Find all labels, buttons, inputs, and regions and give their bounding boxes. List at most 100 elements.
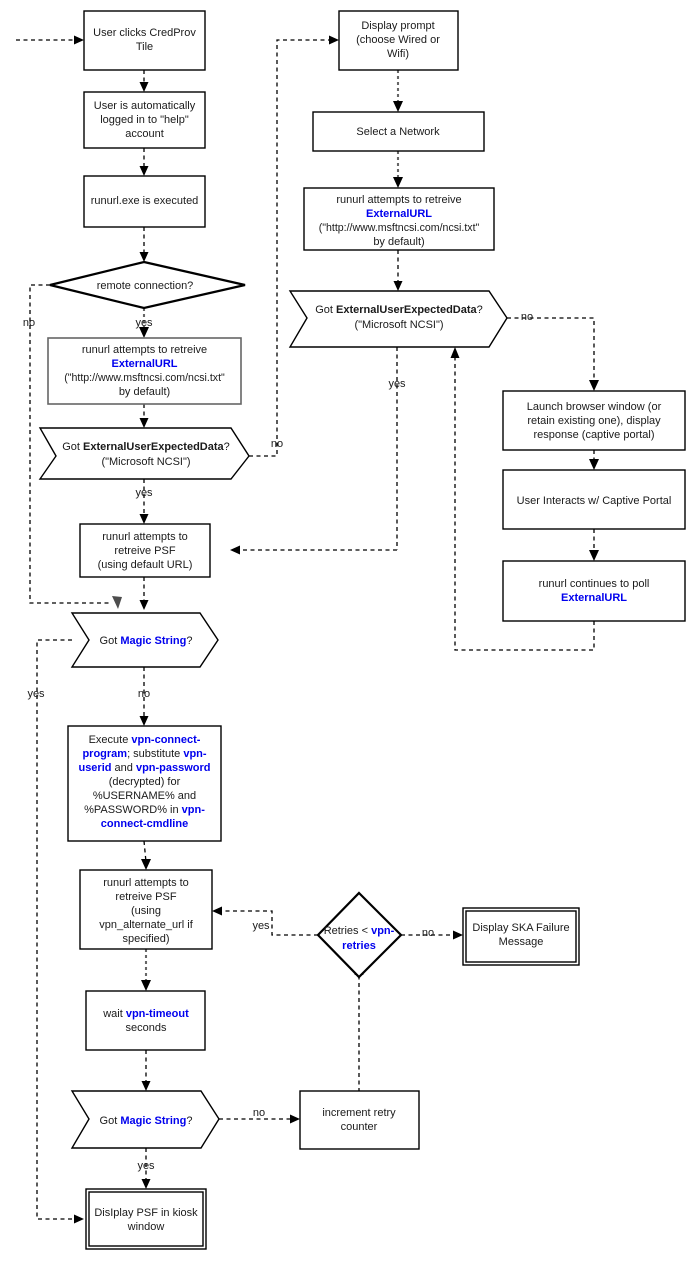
node-label-line-2: response (captive portal): [533, 429, 654, 441]
node-box-inner: [465, 910, 577, 963]
edge-labels-layer: no yes no yes yes no yes no yes no no ye…: [23, 311, 533, 1172]
node-left-psf-default[interactable]: runurl attempts to retreive PSF (using d…: [79, 523, 211, 578]
node-label-line-2: Wifi): [387, 48, 409, 60]
node-label-line-0: Select a Network: [356, 126, 440, 138]
node-user-interacts-captive-portal[interactable]: User Interacts w/ Captive Portal: [502, 469, 686, 530]
node-label-wait-1: seconds: [126, 1022, 167, 1034]
node-label-line-0: runurl attempts to retreive: [336, 194, 461, 206]
edge-label-left-eued-yes: yes: [135, 487, 153, 499]
node-label-line-3: by default): [119, 386, 170, 398]
arrowhead-leued-no: [329, 35, 339, 45]
arrowhead-lpsf: [139, 514, 149, 524]
node-remote-connection-decision[interactable]: remote connection?: [49, 260, 246, 310]
node-runurl-continues-poll[interactable]: runurl continues to poll ExternalURL: [502, 560, 686, 622]
edge-reued-no: [507, 317, 595, 382]
node-label-line-1: retreive PSF: [115, 891, 176, 903]
node-left-got-external-user-expected-data[interactable]: Got ExternalUserExpectedData? ("Microsof…: [38, 427, 250, 480]
node-label-line-1: ExternalURL: [561, 592, 627, 604]
arrowhead-autologin: [139, 82, 149, 92]
node-label-line-1: retreive PSF: [114, 545, 175, 557]
node-increment-retry-counter[interactable]: increment retry counter: [299, 1090, 420, 1150]
arrowhead-kiosk: [141, 1179, 151, 1189]
arrowhead-retries-yes: [212, 906, 222, 916]
node-right-external-url[interactable]: runurl attempts to retreive ExternalURL …: [303, 187, 495, 251]
node-label-eued-right: Got ExternalUserExpectedData?: [315, 304, 483, 316]
arrowhead-wait: [141, 980, 151, 991]
node-box: [502, 390, 686, 451]
node-label-line-0: User Interacts w/ Captive Portal: [517, 495, 672, 507]
arrowhead-loopback: [450, 347, 460, 358]
node-got-magic-string-2[interactable]: Got Magic String?: [70, 1090, 220, 1149]
node-label-line-0: Launch browser window (or: [527, 401, 662, 413]
node-diamond: [49, 260, 246, 310]
node-label-magic2: Got Magic String?: [100, 1115, 193, 1127]
node-label-line-0: User is automatically: [94, 100, 196, 112]
edge-retries-yes: [218, 910, 318, 936]
node-display-ska-failure[interactable]: Display SKA Failure Message: [462, 907, 580, 966]
node-label-retries-1: retries: [342, 940, 376, 952]
node-label-eued-right-sub: ("Microsoft NCSI"): [354, 319, 443, 331]
node-right-got-external-user-expected-data[interactable]: Got ExternalUserExpectedData? ("Microsof…: [288, 290, 508, 348]
node-launch-browser-window[interactable]: Launch browser window (or retain existin…: [502, 390, 686, 451]
node-label-exec-5: %PASSWORD% in vpn-: [84, 804, 205, 816]
arrowhead-launchbrowser: [589, 380, 599, 391]
node-auto-logged-in[interactable]: User is automatically logged in to "help…: [83, 91, 206, 149]
node-label-line-1: retain existing one), display: [527, 415, 661, 427]
node-label-exec-3: (decrypted) for: [109, 776, 181, 788]
arrowhead-rext: [393, 177, 403, 188]
node-label-line-0: remote connection?: [97, 280, 194, 292]
node-box: [79, 523, 211, 578]
node-label-magic1: Got Magic String?: [100, 635, 193, 647]
node-label-line-0: runurl attempts to: [103, 877, 189, 889]
node-diamond: [316, 891, 403, 979]
node-select-a-network[interactable]: Select a Network: [312, 111, 485, 152]
node-label-line-0: DisIplay PSF in kiosk: [94, 1207, 198, 1219]
arrowhead-reued: [393, 281, 403, 291]
arrowhead-interacts: [589, 459, 599, 470]
node-label-line-1: Tile: [136, 41, 153, 53]
arrowhead-poll: [589, 550, 599, 561]
node-label-exec-0: Execute vpn-connect-: [89, 734, 201, 746]
node-label-line-2: ("http://www.msftncsi.com/ncsi.txt": [319, 222, 480, 234]
node-chevron: [70, 1090, 220, 1149]
arrowhead-leued: [139, 418, 149, 428]
arrowhead-execvpn: [139, 716, 149, 726]
node-user-clicks-credprov[interactable]: User clicks CredProv Tile: [83, 10, 206, 71]
node-box: [83, 10, 206, 71]
node-label-line-3: vpn_alternate_url if: [99, 919, 194, 931]
node-got-magic-string-1[interactable]: Got Magic String?: [70, 612, 219, 668]
node-label-line-0: runurl attempts to: [102, 531, 188, 543]
node-box: [502, 469, 686, 530]
node-label-line-0: runurl.exe is executed: [91, 195, 199, 207]
node-runurl-exe-executed[interactable]: runurl.exe is executed: [83, 175, 206, 228]
node-execute-vpn-connect-program[interactable]: Execute vpn-connect- program; substitute…: [67, 725, 222, 842]
node-label-line-3: by default): [373, 236, 424, 248]
node-left-external-url[interactable]: runurl attempts to retreive ExternalURL …: [47, 337, 242, 405]
node-label-line-2: account: [125, 128, 164, 140]
node-box: [303, 187, 495, 251]
node-retries-check-decision[interactable]: Retries < vpn- retries: [316, 891, 403, 979]
node-wait-vpn-timeout[interactable]: wait vpn-timeout seconds: [85, 990, 206, 1051]
node-left-psf-alternate[interactable]: runurl attempts to retreive PSF (using v…: [79, 869, 213, 950]
arrowhead-lpsfalt: [141, 859, 151, 870]
node-label-line-1: ExternalURL: [111, 358, 177, 370]
node-display-psf-kiosk[interactable]: DisIplay PSF in kiosk window: [85, 1188, 207, 1250]
node-label-line-2: ("http://www.msftncsi.com/ncsi.txt": [64, 372, 225, 384]
arrowhead-magic1: [139, 600, 149, 610]
node-label-eued-left-sub: ("Microsoft NCSI"): [101, 456, 190, 468]
node-display-prompt[interactable]: Display prompt (choose Wired or Wifi): [338, 10, 459, 71]
node-box: [502, 560, 686, 622]
arrowhead-remote-no: [112, 596, 122, 609]
node-box: [47, 337, 242, 405]
edge-label-magic2-yes: yes: [137, 1160, 155, 1172]
edge-magic1-yes-rail: [36, 639, 78, 1220]
node-box: [79, 869, 213, 950]
node-box: [338, 10, 459, 71]
node-box: [67, 725, 222, 842]
node-label-retries-0: Retries < vpn-: [324, 925, 395, 937]
arrowhead-increment: [290, 1114, 300, 1124]
arrowhead-right-yes-lpsf: [230, 545, 240, 555]
node-label-line-2: (using: [131, 905, 161, 917]
